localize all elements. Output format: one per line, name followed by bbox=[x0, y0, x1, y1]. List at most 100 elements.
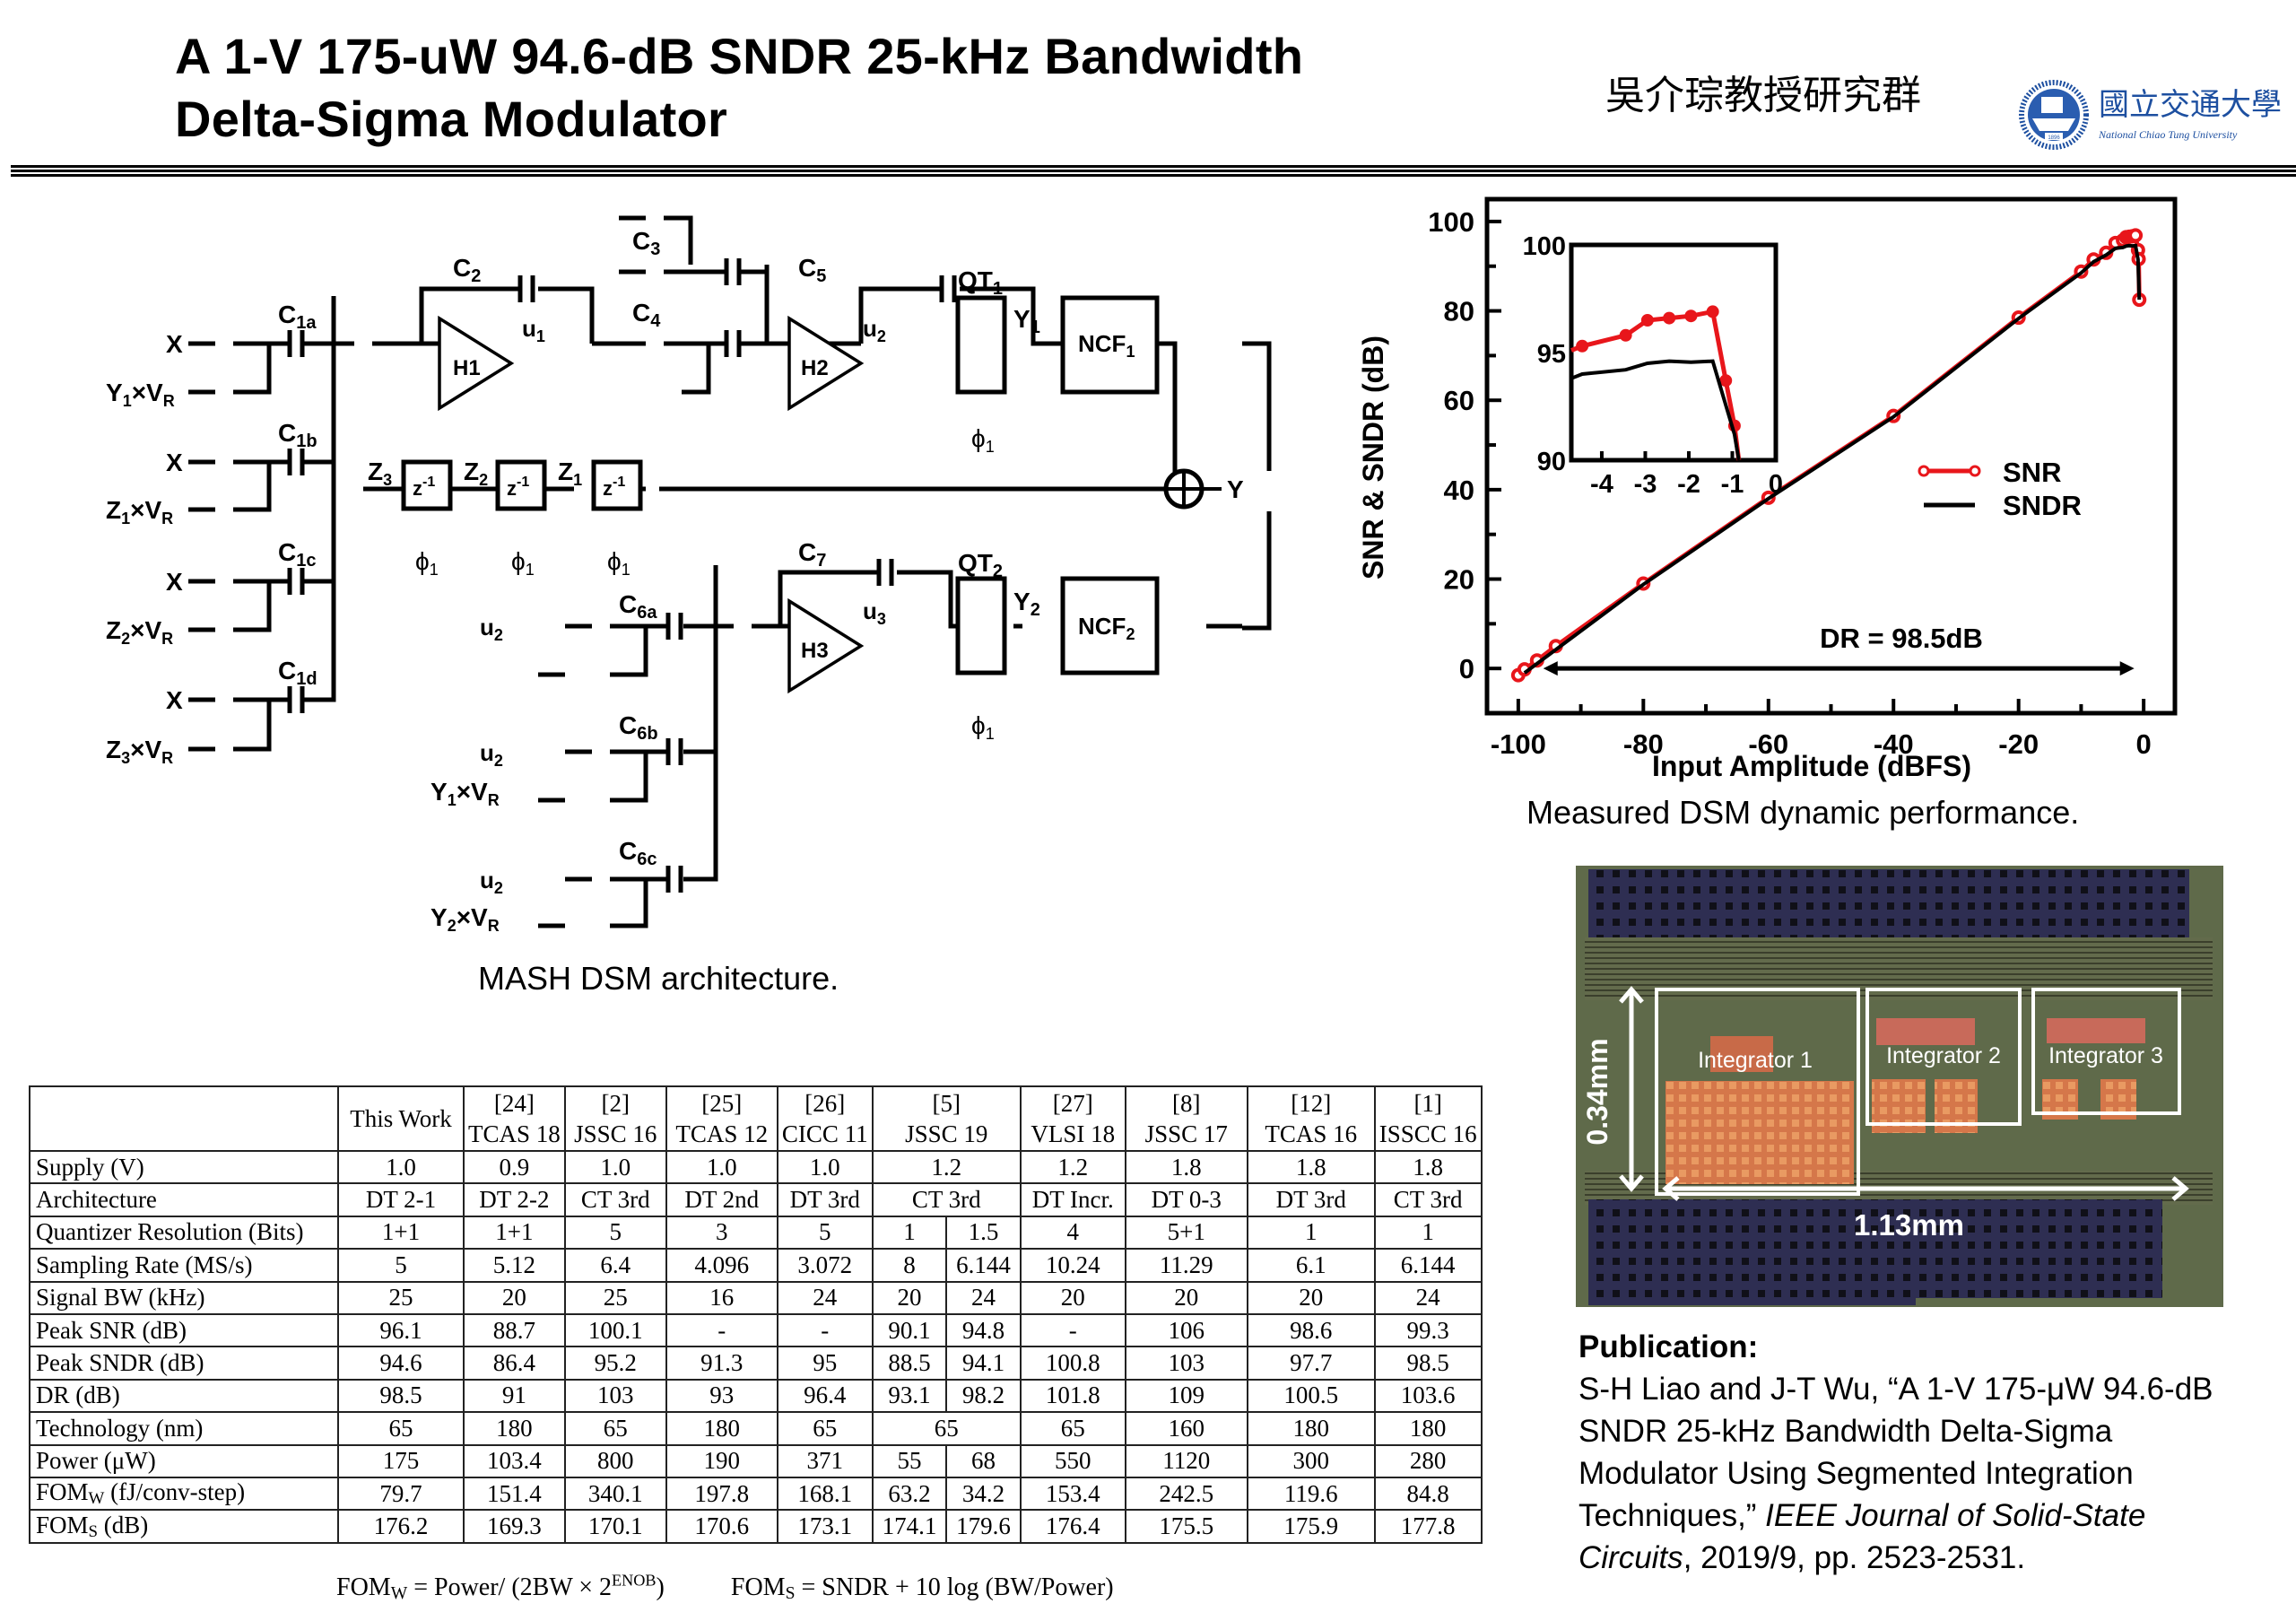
table-cell: 176.2 bbox=[337, 1509, 465, 1544]
svg-text:C3: C3 bbox=[632, 227, 660, 259]
dr-arrow bbox=[1543, 661, 2135, 676]
x-tick-label: -20 bbox=[1998, 728, 2039, 760]
table-cell: 550 bbox=[1019, 1443, 1126, 1478]
delay-z1 bbox=[591, 459, 643, 511]
height-dimension-label: 0.34mm bbox=[1581, 1038, 1613, 1145]
table-cell: DT 2-2 bbox=[463, 1182, 566, 1217]
legend-sndr-label: SNDR bbox=[2003, 490, 2082, 521]
label-y: Y bbox=[1227, 475, 1244, 503]
table-cell: 1.2 bbox=[1019, 1149, 1126, 1185]
delay-z3 bbox=[401, 459, 453, 511]
table-cell: 34.2 bbox=[945, 1476, 1022, 1512]
table-cell: 180 bbox=[1246, 1411, 1376, 1446]
inset-y-tick-label: 95 bbox=[1537, 340, 1566, 369]
inset-snr-point bbox=[1663, 311, 1676, 325]
svg-text:ϕ1: ϕ1 bbox=[971, 424, 995, 456]
table-cell: 5 bbox=[337, 1248, 465, 1283]
row-label: Quantizer Resolution (Bits) bbox=[29, 1215, 339, 1251]
svg-text:H3: H3 bbox=[801, 639, 829, 663]
table-cell: 20 bbox=[1019, 1280, 1126, 1315]
table-cell: 1120 bbox=[1124, 1443, 1248, 1478]
inset-y-tick-label: 100 bbox=[1523, 232, 1566, 261]
table-cell: 0.9 bbox=[463, 1149, 566, 1185]
inset-x-tick-label: -4 bbox=[1590, 470, 1613, 499]
table-cell: 175.9 bbox=[1246, 1509, 1376, 1544]
svg-text:Z2: Z2 bbox=[464, 458, 488, 489]
svg-text:Z3: Z3 bbox=[368, 458, 392, 489]
table-cell: 173.1 bbox=[776, 1509, 874, 1544]
table-cell: 84.8 bbox=[1373, 1476, 1483, 1512]
svg-text:u3: u3 bbox=[863, 597, 886, 628]
table-cell: 1.8 bbox=[1246, 1149, 1376, 1185]
title-line-2: Delta-Sigma Modulator bbox=[175, 91, 728, 147]
integrator-3-block: Integrator 3 bbox=[2031, 988, 2181, 1120]
svg-text:X: X bbox=[166, 449, 183, 476]
svg-text:Y2: Y2 bbox=[1013, 588, 1040, 620]
table-cell: 1.0 bbox=[563, 1149, 667, 1185]
svg-text:C1d: C1d bbox=[278, 657, 317, 689]
table-cell: 103.4 bbox=[463, 1443, 566, 1478]
table-cell: 10.24 bbox=[1019, 1248, 1126, 1283]
svg-text:C1c: C1c bbox=[278, 538, 316, 571]
publication-heading: Publication: bbox=[1578, 1329, 1759, 1364]
inset-snr-point bbox=[1684, 309, 1698, 323]
pad-array-top bbox=[1588, 869, 2189, 943]
ncf1-block bbox=[1060, 295, 1160, 395]
table-cell: 98.6 bbox=[1246, 1312, 1376, 1348]
table-cell: 1 bbox=[871, 1215, 948, 1251]
table-cell: 1+1 bbox=[463, 1215, 566, 1251]
y-axis-label: SNR & SNDR (dB) bbox=[1357, 336, 1389, 580]
table-header-row: This Work[24]TCAS 18[2]JSSC 16[25]TCAS 1… bbox=[29, 1085, 1483, 1152]
table-cell: 190 bbox=[665, 1443, 778, 1478]
table-cell: 86.4 bbox=[463, 1346, 566, 1381]
integrator-2-block: Integrator 2 bbox=[1866, 988, 2022, 1133]
table-cell: 174.1 bbox=[871, 1509, 948, 1544]
svg-text:C1a: C1a bbox=[278, 301, 317, 333]
table-cell: 20 bbox=[463, 1280, 566, 1315]
svg-text:u2: u2 bbox=[480, 739, 503, 770]
table-cell: 176.4 bbox=[1019, 1509, 1126, 1544]
inset-snr-point bbox=[1619, 328, 1632, 342]
x-tick-label: -60 bbox=[1748, 728, 1788, 760]
table-cell: 24 bbox=[776, 1280, 874, 1315]
table-cell: 20 bbox=[871, 1280, 948, 1315]
table-cell: 180 bbox=[1373, 1411, 1483, 1446]
table-cell: 242.5 bbox=[1124, 1476, 1248, 1512]
university-seal-icon: 1896 bbox=[2019, 80, 2089, 150]
inset-y-tick-label: 90 bbox=[1537, 448, 1566, 476]
table-cell: 97.7 bbox=[1246, 1346, 1376, 1381]
opamp-h3 bbox=[787, 597, 865, 694]
integrator-1-block: Integrator 1 bbox=[1655, 988, 1860, 1196]
sndr-line bbox=[1523, 243, 2142, 675]
table-cell: 6.1 bbox=[1246, 1248, 1376, 1283]
inset-snr-point bbox=[1640, 314, 1654, 327]
header-divider bbox=[11, 165, 2296, 179]
table-cell: 6.4 bbox=[563, 1248, 667, 1283]
y-tick-label: 20 bbox=[1444, 564, 1474, 596]
table-cell: - bbox=[665, 1312, 778, 1348]
table-cell: 98.5 bbox=[1373, 1346, 1483, 1381]
svg-text:Z1×VR: Z1×VR bbox=[106, 496, 173, 527]
table-cell: 96.4 bbox=[776, 1378, 874, 1414]
delay-z2 bbox=[495, 459, 547, 511]
table-cell: 94.1 bbox=[945, 1346, 1022, 1381]
x-tick-label: -40 bbox=[1874, 728, 1914, 760]
svg-text:Y1: Y1 bbox=[1013, 305, 1040, 337]
row-label: Architecture bbox=[29, 1182, 339, 1217]
table-cell: 91.3 bbox=[665, 1346, 778, 1381]
table-cell: 300 bbox=[1246, 1443, 1376, 1478]
svg-text:u1: u1 bbox=[522, 315, 545, 345]
table-cell: 5 bbox=[776, 1215, 874, 1251]
svg-text:C6c: C6c bbox=[619, 837, 657, 869]
x-tick-label: -80 bbox=[1623, 728, 1664, 760]
table-cell: 175.5 bbox=[1124, 1509, 1248, 1544]
